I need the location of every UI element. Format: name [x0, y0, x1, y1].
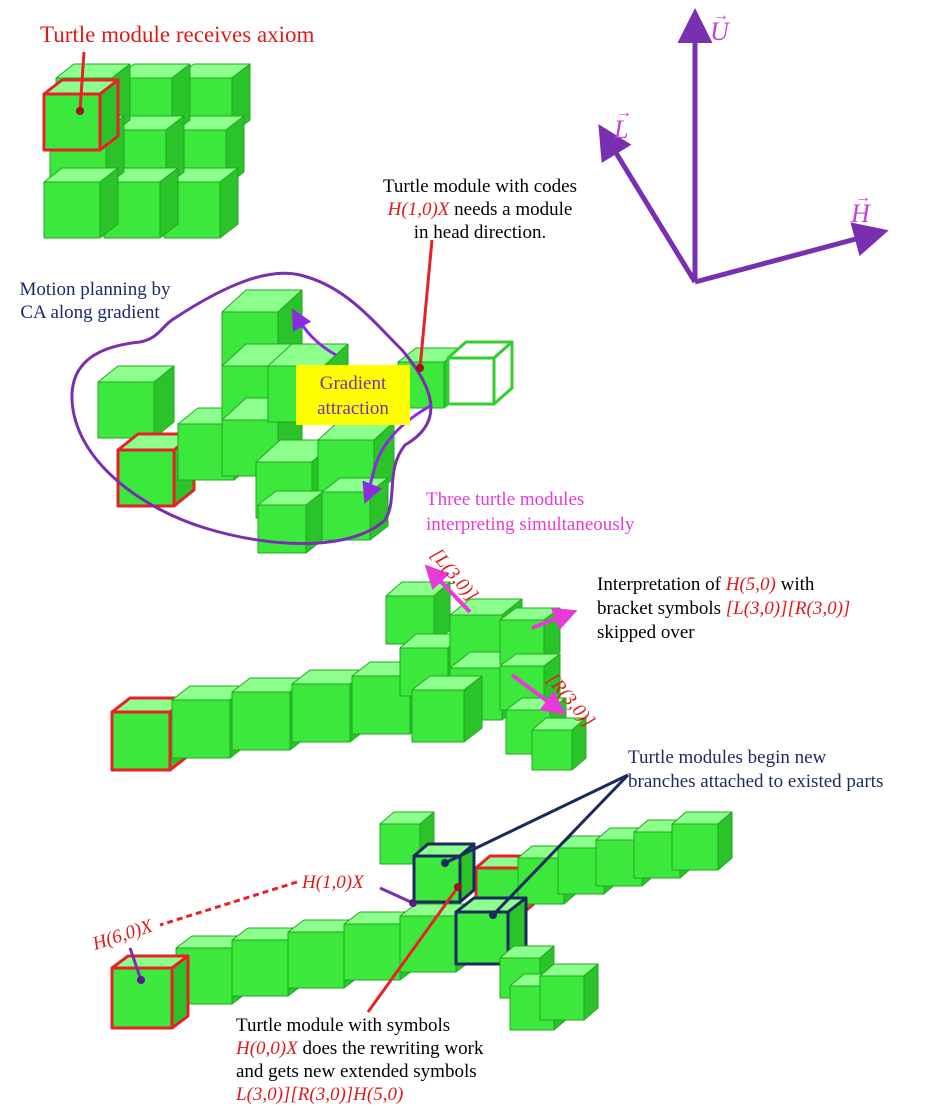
h10x-dot [409, 899, 417, 907]
svg-text:→: → [855, 189, 871, 206]
cube-face [231, 939, 289, 997]
branch-dot-a [441, 859, 449, 867]
h60x-dot [137, 976, 145, 984]
coordinate-frame: U → L → H → [598, 7, 889, 285]
svg-text:Three turtle modules: Three turtle modules [426, 489, 584, 510]
h-axis-label: H → [850, 189, 871, 228]
new-branches-label: Turtle modules begin new branches attach… [628, 747, 883, 792]
three-turtles-label: Three turtle modules interpreting simult… [426, 489, 635, 535]
gradient-arrow-down [362, 403, 433, 504]
branches-leader-a [444, 773, 629, 865]
svg-text:→: → [713, 7, 729, 24]
bracket-interpretation-structure [110, 581, 587, 772]
cube-face [321, 491, 371, 541]
dashed-connector [159, 880, 298, 927]
cube-face [411, 689, 465, 743]
svg-text:L: L [613, 115, 628, 144]
l-direction-arrow [424, 564, 472, 614]
h-axis [694, 222, 889, 285]
cube-face [454, 910, 510, 966]
cube-face [291, 683, 351, 743]
l-axis [598, 124, 698, 284]
svg-text:U: U [710, 17, 731, 46]
cube-face [110, 966, 174, 1030]
h60x-label: H(6,0)X [89, 915, 156, 955]
r-direction-arrow [510, 673, 566, 715]
branch-dot-b [489, 911, 497, 919]
cube-face [446, 356, 496, 406]
cube-face [351, 675, 411, 735]
svg-text:CA along gradient: CA along gradient [20, 302, 160, 323]
rewriting-leader [366, 886, 460, 1013]
cube-face [412, 854, 462, 904]
axiom-cube-cluster [42, 63, 251, 239]
cube-face [399, 915, 457, 973]
axiom-leader [78, 51, 86, 112]
cube-face [531, 729, 573, 771]
cube-face [98, 78, 120, 152]
cube-face [671, 823, 719, 871]
motion-planning-region [70, 271, 433, 545]
u-axis-label: U → [710, 7, 731, 46]
cube-face [110, 710, 172, 772]
rewriting-dot [454, 883, 462, 891]
h10x-leader [379, 886, 414, 905]
branches-leader-b [491, 773, 630, 917]
svg-text:branches attached to existed p: branches attached to existed parts [628, 771, 883, 792]
cube-face [343, 923, 401, 981]
svg-text:Turtle modules begin new: Turtle modules begin new [628, 747, 827, 768]
cube-face [539, 975, 585, 1021]
codes-leader [418, 239, 434, 369]
svg-text:Gradient: Gradient [320, 373, 387, 394]
svg-text:H: H [850, 199, 871, 228]
cube-face [257, 504, 307, 554]
cube-face [287, 931, 345, 989]
h-direction-arrow [531, 607, 578, 631]
cube-face [116, 448, 176, 508]
motion-planning-label: Motion planning by CA along gradient [20, 279, 171, 323]
svg-text:→: → [616, 104, 632, 121]
axiom-dot [76, 107, 84, 115]
svg-text:attraction: attraction [317, 398, 389, 419]
cube-face [97, 381, 155, 439]
h60x-leader [128, 947, 143, 981]
cube-face [177, 423, 235, 481]
gradient-arrow-up [291, 308, 337, 357]
cube-face [170, 954, 190, 1030]
cube-face [43, 181, 101, 239]
gradient-attraction-box: Gradient attraction [296, 365, 410, 425]
codes-dot [416, 364, 424, 372]
cube-face [633, 831, 681, 879]
receives-axiom-label: Turtle module receives axiom [40, 22, 315, 47]
svg-text:interpreting simultaneously: interpreting simultaneously [426, 514, 635, 535]
cube-face [171, 699, 231, 759]
cube-face [231, 691, 291, 751]
rewriting-branch-structure [110, 811, 733, 1031]
svg-text:Motion planning by: Motion planning by [20, 279, 171, 300]
cube-face [595, 839, 643, 887]
cube-face [557, 847, 605, 895]
l-axis-label: L → [613, 104, 632, 144]
h10x-label: H(1,0)X [301, 872, 365, 893]
gradient-motion-structure [97, 289, 514, 554]
cube-face [42, 92, 102, 152]
